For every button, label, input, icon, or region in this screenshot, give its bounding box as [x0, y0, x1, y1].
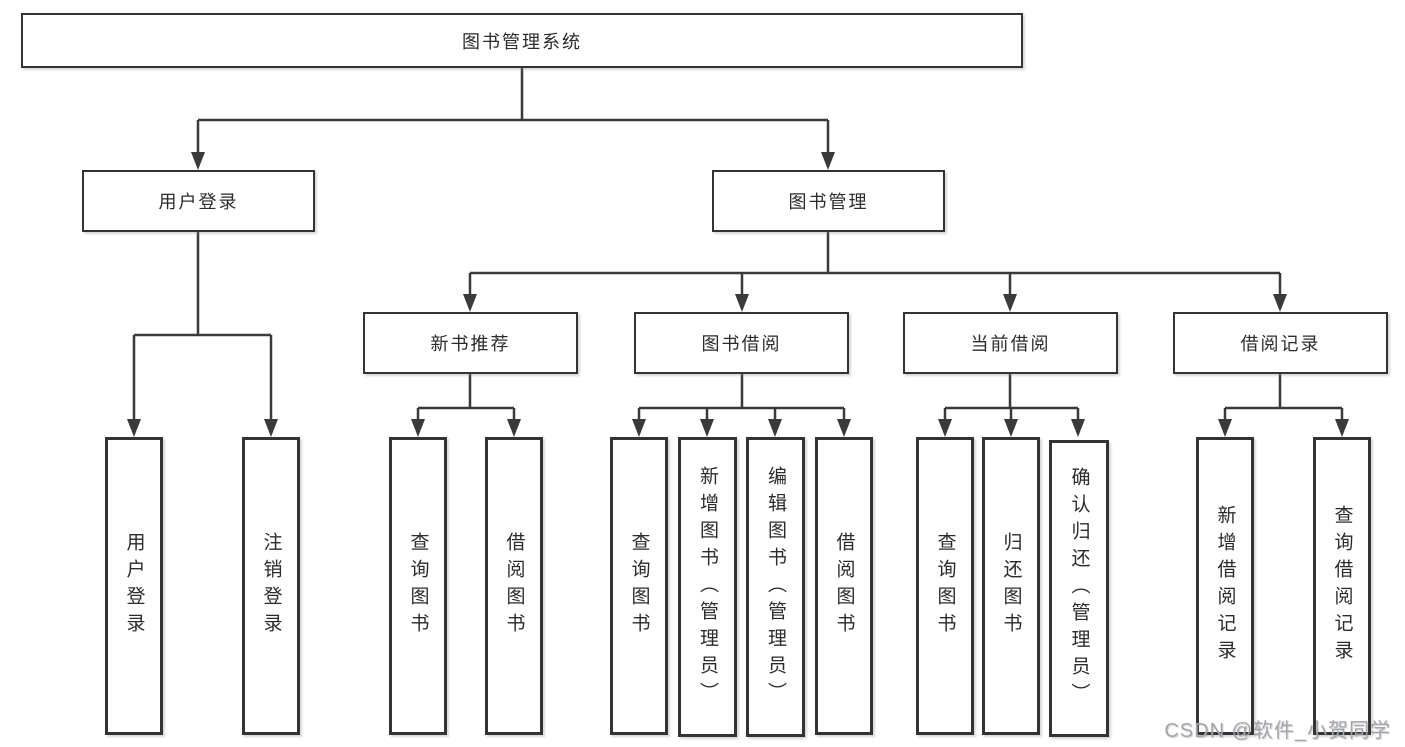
watermark: CSDN @软件_小贺同学: [1164, 720, 1391, 742]
node-current-borrowing-label: 当前借阅: [970, 334, 1051, 354]
node-root: 图书管理系统: [21, 13, 1023, 68]
node-book-borrowing-label: 图书借阅: [701, 334, 782, 354]
leaf-query-books-borrow: 查询图书: [610, 437, 668, 735]
leaf-edit-books-admin-label: 编辑图书（管理员）: [765, 465, 786, 709]
leaf-borrow-books: 借阅图书: [815, 437, 873, 735]
leaf-borrow-books-recommend: 借阅图书: [485, 437, 543, 735]
leaf-user-login-label: 用户登录: [123, 532, 145, 640]
node-new-book-recommend-label: 新书推荐: [430, 334, 511, 354]
leaf-query-books-current: 查询图书: [916, 437, 974, 735]
leaf-add-borrow-record-label: 新增借阅记录: [1214, 505, 1236, 667]
connector-new-books-to-leaves: [411, 374, 521, 437]
connector-book-borrow-to-leaves: [632, 374, 851, 437]
leaf-edit-books-admin: 编辑图书（管理员）: [746, 437, 805, 737]
leaf-add-books-admin-label: 新增图书（管理员）: [697, 465, 718, 709]
leaf-confirm-return-admin: 确认归还（管理员）: [1049, 440, 1109, 737]
node-book-management: 图书管理: [712, 170, 945, 232]
leaf-query-books-current-label: 查询图书: [934, 532, 956, 640]
node-borrowing-records-label: 借阅记录: [1240, 334, 1321, 354]
leaf-confirm-return-admin-label: 确认归还（管理员）: [1068, 467, 1090, 710]
leaf-query-borrow-record: 查询借阅记录: [1313, 437, 1371, 735]
connector-borrow-records-to-leaves: [1218, 374, 1349, 437]
leaf-return-books: 归还图书: [982, 437, 1040, 735]
leaf-query-books-recommend: 查询图书: [389, 437, 447, 735]
leaf-add-borrow-record: 新增借阅记录: [1196, 437, 1254, 735]
leaf-logout-label: 注销登录: [260, 532, 282, 640]
node-user-login: 用户登录: [82, 170, 315, 232]
node-book-borrowing: 图书借阅: [634, 312, 849, 374]
connector-root-to-level2: [191, 68, 835, 170]
node-new-book-recommend: 新书推荐: [363, 312, 578, 374]
leaf-query-books-recommend-label: 查询图书: [407, 532, 429, 640]
leaf-borrow-books-label: 借阅图书: [833, 532, 855, 640]
node-book-management-label: 图书管理: [788, 192, 869, 212]
leaf-query-borrow-record-label: 查询借阅记录: [1331, 505, 1353, 667]
leaf-query-books-borrow-label: 查询图书: [628, 532, 650, 640]
connector-current-borrow-to-leaves: [938, 374, 1085, 437]
node-borrowing-records: 借阅记录: [1173, 312, 1388, 374]
connector-book-management-to-level3: [463, 232, 1287, 312]
leaf-borrow-books-recommend-label: 借阅图书: [503, 532, 525, 640]
node-current-borrowing: 当前借阅: [903, 312, 1118, 374]
connector-user-login-to-leaves: [127, 232, 278, 437]
leaf-add-books-admin: 新增图书（管理员）: [678, 437, 737, 737]
leaf-user-login: 用户登录: [105, 437, 163, 735]
leaf-logout: 注销登录: [242, 437, 300, 735]
leaf-return-books-label: 归还图书: [1000, 532, 1022, 640]
node-user-login-label: 用户登录: [158, 192, 239, 212]
node-root-label: 图书管理系统: [462, 31, 582, 52]
